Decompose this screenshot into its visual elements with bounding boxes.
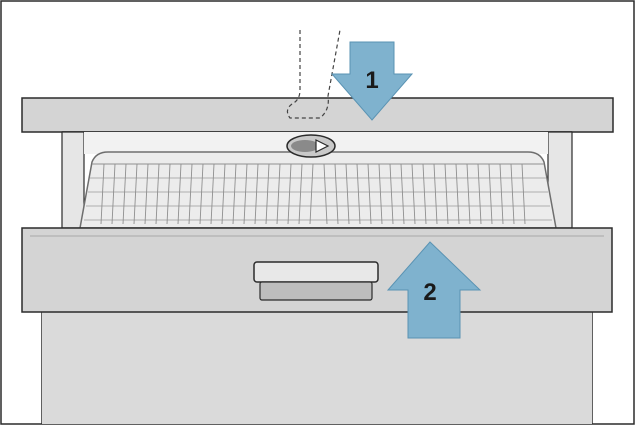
basket-tine: [345, 163, 350, 225]
step-2-label: 2: [423, 279, 436, 306]
basket-tine: [521, 163, 526, 225]
basket-tine: [499, 163, 504, 225]
basket-tine: [477, 163, 482, 225]
arrow-down-icon: [330, 41, 414, 121]
basket-tine: [309, 163, 314, 225]
basket-tine: [133, 163, 138, 225]
basket-tine: [199, 163, 204, 225]
basket-tine: [144, 163, 149, 225]
basket-tine: [378, 163, 383, 225]
tub-left-wall: [61, 131, 85, 229]
basket-tine: [455, 163, 460, 225]
basket-tine: [411, 163, 416, 225]
basket-tine: [323, 163, 328, 225]
basket-tine: [221, 163, 226, 225]
basket-tine: [111, 163, 116, 225]
basket-tine: [334, 163, 339, 225]
basket-tine: [177, 163, 182, 225]
basket-tine: [188, 163, 193, 225]
basket-tine: [400, 163, 405, 225]
basket-tine: [243, 163, 248, 225]
basket-tine: [276, 163, 281, 225]
step-1-label: 1: [365, 67, 378, 94]
basket-tine: [210, 163, 215, 225]
release-latch: [286, 134, 336, 158]
basket-tine: [433, 163, 438, 225]
cabinet-panel: [42, 312, 592, 424]
countertop: [21, 97, 614, 133]
basket-tine: [488, 163, 493, 225]
arrow-step-1: 1: [330, 41, 414, 121]
basket-tine: [265, 163, 270, 225]
basket-tine: [510, 163, 515, 225]
dish-basket: [79, 151, 557, 229]
finger-outline: [286, 29, 341, 119]
door-handle[interactable]: [253, 261, 379, 301]
basket-tine: [166, 163, 171, 225]
arrow-up-icon: [386, 241, 482, 339]
basket-tine: [232, 163, 237, 225]
basket-tine: [444, 163, 449, 225]
basket-tine: [466, 163, 471, 225]
basket-tine: [287, 163, 292, 225]
basket-tine: [298, 163, 303, 225]
basket-tine: [155, 163, 160, 225]
triangle-right-icon: [315, 139, 330, 153]
basket-tine: [367, 163, 372, 225]
basket-tine: [254, 163, 259, 225]
basket-tine: [389, 163, 394, 225]
arrow-step-2: 2: [386, 241, 482, 339]
basket-tine: [100, 163, 105, 225]
basket-tine: [422, 163, 427, 225]
basket-tine: [356, 163, 361, 225]
basket-tine: [122, 163, 127, 225]
